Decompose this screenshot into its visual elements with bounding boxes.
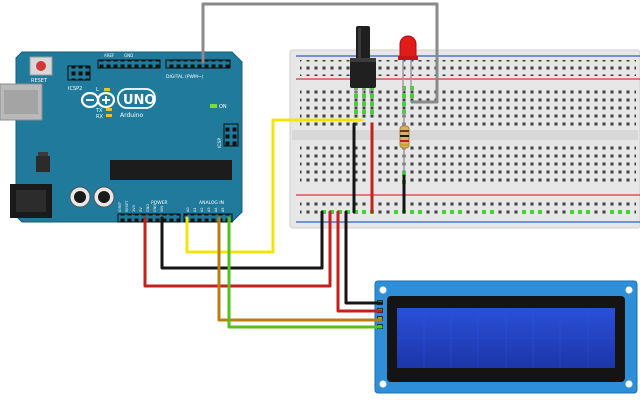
aref-label: AREF (104, 53, 115, 58)
power-header (117, 213, 181, 223)
resistor-icon (399, 112, 410, 172)
regulator-tab (38, 152, 48, 156)
mount-hole (379, 380, 387, 388)
wire-red-lcd-vcc (336, 210, 383, 313)
v5-label: 5V (139, 207, 143, 212)
a0-label: A0 (186, 207, 190, 212)
tx-label: TX (95, 108, 103, 114)
wire-green-scl (227, 216, 383, 329)
icsp-header (223, 123, 239, 147)
wire-black-lcd-gnd (344, 210, 383, 305)
reset-pin-label: RESET (125, 200, 129, 212)
reset-label: RESET (31, 78, 48, 84)
ioref-label: IOREF (118, 202, 122, 212)
power-rail-top (300, 60, 636, 76)
gnd-label-2: GND (153, 204, 157, 212)
gnd-label-1: GND (146, 204, 150, 212)
wire-black-gnd (160, 210, 324, 270)
capacitor-top (74, 191, 86, 203)
digital-label: DIGITAL (PWM~) (166, 74, 204, 80)
digital-header-right (165, 59, 231, 69)
potentiometer-icon (350, 26, 376, 94)
uno-badge (117, 88, 156, 109)
l-label: L (96, 87, 99, 93)
arduino-logo-icon (80, 91, 116, 109)
power-rail-bottom (300, 200, 636, 218)
mount-hole (625, 286, 633, 294)
mount-hole (625, 380, 633, 388)
mount-hole (379, 286, 387, 294)
wire-yellow (185, 118, 364, 254)
reset-button-cap-icon (36, 61, 46, 71)
connected-holes (322, 86, 630, 214)
analog-label: ANALOG IN (199, 200, 224, 206)
power-label: POWER (151, 200, 168, 206)
a1-label: A1 (193, 207, 197, 212)
lcd-character-grid (397, 308, 615, 368)
center-channel (292, 130, 638, 140)
icsp2-label: ICSP2 (68, 86, 82, 92)
on-label: ON (219, 104, 227, 110)
a5-label: A5 (221, 207, 225, 212)
analog-header (183, 213, 233, 223)
lcd-display-module (374, 280, 638, 394)
rx-led-icon (106, 114, 112, 117)
rx-label: RX (96, 114, 103, 120)
capacitor-top (98, 191, 110, 203)
model-label: UNO (123, 93, 156, 108)
wires (143, 2, 439, 329)
gnd-top-label: GND (124, 53, 133, 58)
power-jack-inner (16, 190, 46, 212)
breadboard (289, 49, 640, 229)
wire-red-5v (143, 210, 332, 288)
tx-led-icon (106, 108, 112, 111)
arduino-uno-board: RESET ICSP2 AREF GND DIGITAL (PWM~) UNO … (0, 51, 243, 223)
usb-port-inner (4, 90, 38, 114)
a2-label: A2 (200, 207, 204, 212)
a3-label: A3 (207, 207, 211, 212)
icsp-label: ICSP (217, 138, 223, 148)
icsp2-header (67, 65, 91, 81)
v33-label: 3V3 (132, 205, 136, 212)
vin-label: VIN (160, 206, 164, 212)
wire-orange-sda (217, 216, 383, 322)
l-led-icon (104, 88, 110, 91)
voltage-regulator-icon (36, 156, 50, 172)
brand-label: Arduino (120, 112, 144, 119)
a4-label: A4 (214, 207, 218, 212)
led-icon (398, 35, 418, 92)
on-led-icon (210, 104, 217, 108)
microcontroller-chip (110, 160, 232, 180)
digital-header-left (97, 59, 161, 69)
terminal-strip-bottom (300, 144, 636, 184)
wire-gray (201, 2, 439, 104)
